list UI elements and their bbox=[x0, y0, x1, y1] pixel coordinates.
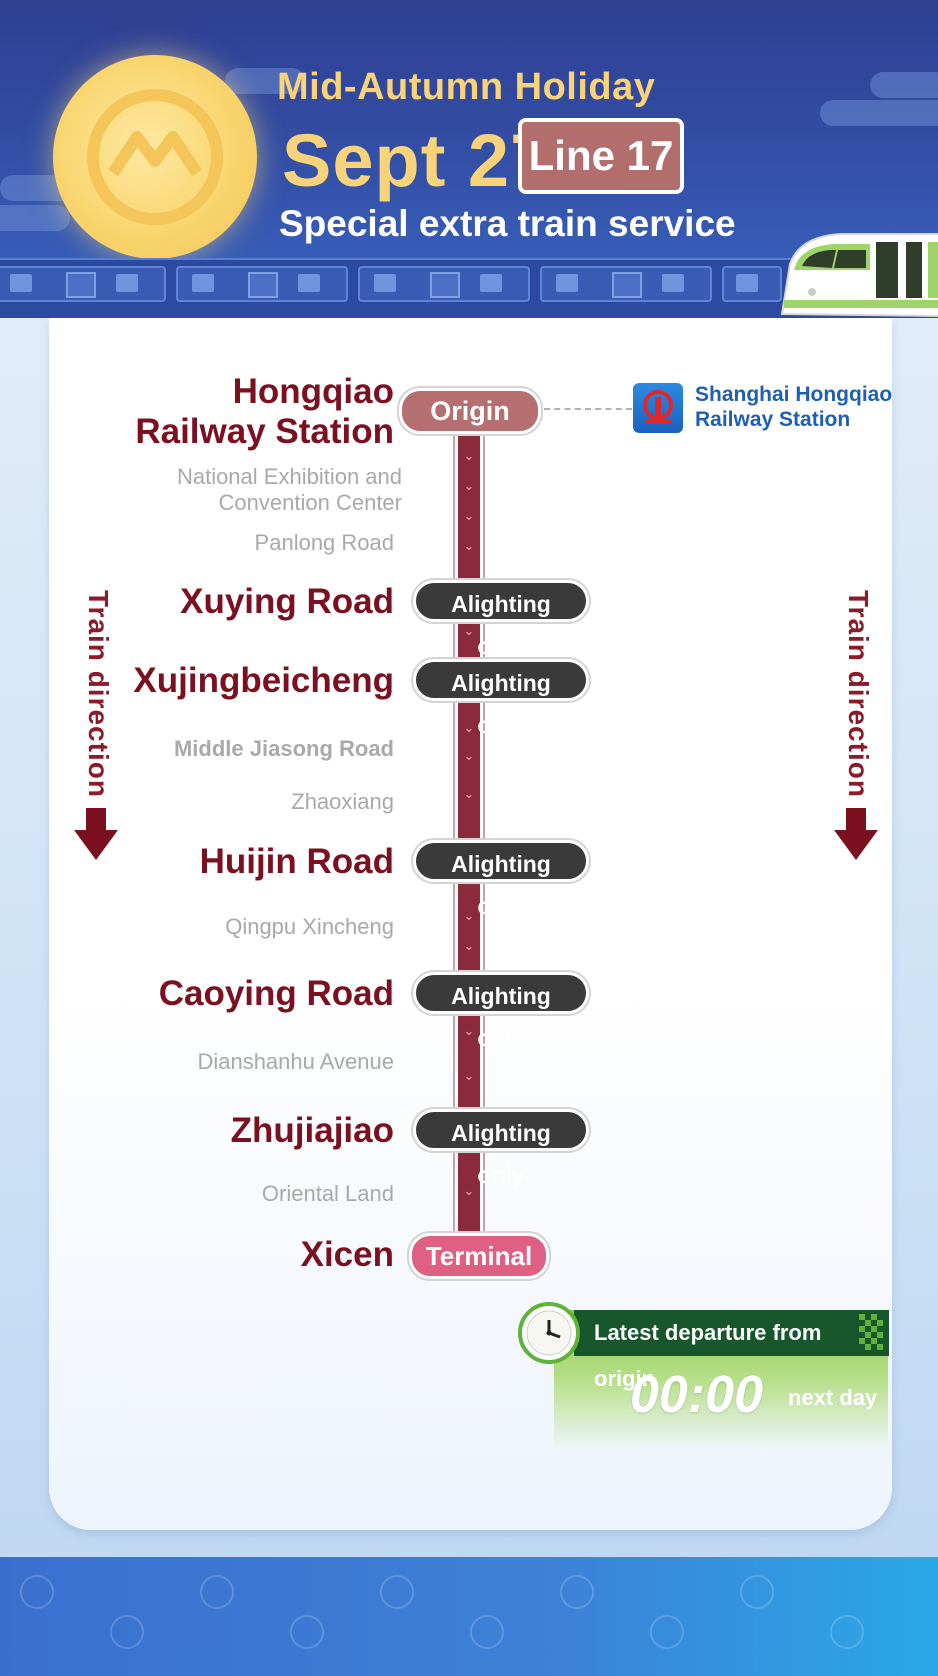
metro-logo-pattern-icon bbox=[470, 1615, 504, 1649]
connection-name-line2: Railway Station bbox=[695, 408, 851, 431]
moon-metro-logo bbox=[53, 55, 257, 259]
station-caoying-road: Caoying Road bbox=[158, 974, 394, 1013]
metro-logo-pattern-icon bbox=[830, 1615, 864, 1649]
direction-chevron-icon: ⌄ bbox=[463, 509, 475, 524]
station-qingpu-xincheng: Qingpu Xincheng bbox=[225, 914, 394, 939]
terminal-badge: Terminal bbox=[409, 1233, 549, 1279]
metro-logo-pattern-icon bbox=[290, 1615, 324, 1649]
metro-logo-pattern-icon bbox=[380, 1575, 414, 1609]
cloud-decoration bbox=[870, 72, 938, 98]
metro-logo-pattern-icon bbox=[560, 1575, 594, 1609]
station-zhujiajiao: Zhujiajiao bbox=[230, 1111, 394, 1150]
direction-chevron-icon: ⌄ bbox=[463, 721, 475, 736]
connection-name-line1: Shanghai Hongqiao bbox=[695, 383, 893, 406]
station-middle-jiasong-road: Middle Jiasong Road bbox=[173, 736, 394, 761]
metro-logo-pattern-icon bbox=[20, 1575, 54, 1609]
direction-chevron-icon: ⌄ bbox=[463, 1184, 475, 1199]
latest-departure-time: 00:00 bbox=[630, 1366, 763, 1424]
station-national-exhibition-center: National Exhibition and Convention Cente… bbox=[177, 464, 402, 516]
station-name-line1: National Exhibition and bbox=[176, 464, 402, 489]
alighting-only-badge: Alighting only bbox=[413, 972, 589, 1051]
header-banner: Mid-Autumn Holiday Sept 27 Line 17 Speci… bbox=[0, 0, 938, 318]
train-car bbox=[358, 266, 530, 302]
cloud-decoration bbox=[0, 205, 70, 231]
china-railway-icon bbox=[633, 383, 683, 433]
latest-departure-label: Latest departure from origin bbox=[574, 1310, 888, 1391]
metro-logo-pattern-icon bbox=[650, 1615, 684, 1649]
station-huijin-road: Huijin Road bbox=[199, 842, 394, 881]
checker-pattern-decoration bbox=[855, 1310, 889, 1356]
direction-chevron-icon: ⌄ bbox=[463, 624, 475, 639]
footer-pattern bbox=[0, 1557, 938, 1676]
station-name-line1: Hongqiao bbox=[232, 372, 394, 411]
station-name-line2: Railway Station bbox=[135, 412, 394, 451]
arrow-down-icon bbox=[74, 808, 118, 860]
direction-chevron-icon: ⌄ bbox=[463, 449, 475, 464]
next-day-note: next day bbox=[788, 1385, 878, 1410]
alighting-only-badge: Alighting only bbox=[413, 1109, 589, 1188]
station-dianshanhu-avenue: Dianshanhu Avenue bbox=[197, 1049, 394, 1074]
clock-icon bbox=[518, 1302, 580, 1364]
origin-badge: Origin bbox=[399, 388, 541, 434]
metro-logo-pattern-icon bbox=[110, 1615, 144, 1649]
train-car bbox=[176, 266, 348, 302]
alighting-only-badge: Alighting only bbox=[413, 840, 589, 919]
connection-dashed-line bbox=[544, 408, 632, 410]
station-xujingbeicheng: Xujingbeicheng bbox=[133, 661, 394, 700]
alighting-only-badge: Alighting only bbox=[413, 580, 589, 659]
station-name-line2: Convention Center bbox=[218, 490, 402, 515]
station-panlong-road: Panlong Road bbox=[254, 530, 394, 555]
arrow-down-icon bbox=[834, 808, 878, 860]
direction-chevron-icon: ⌄ bbox=[463, 939, 475, 954]
cloud-decoration bbox=[820, 100, 938, 126]
metro-logo-pattern-icon bbox=[200, 1575, 234, 1609]
train-direction-left: Train direction bbox=[74, 590, 118, 860]
direction-chevron-icon: ⌄ bbox=[463, 909, 475, 924]
train-direction-label: Train direction bbox=[843, 590, 874, 798]
direction-chevron-icon: ⌄ bbox=[463, 787, 475, 802]
direction-chevron-icon: ⌄ bbox=[463, 1069, 475, 1084]
direction-chevron-icon: ⌄ bbox=[463, 479, 475, 494]
alighting-only-badge: Alighting only bbox=[413, 659, 589, 738]
connection-railway-station-name: Shanghai Hongqiao Railway Station bbox=[695, 382, 892, 432]
holiday-title: Mid-Autumn Holiday bbox=[277, 66, 656, 108]
cloud-decoration bbox=[225, 68, 305, 94]
station-oriental-land: Oriental Land bbox=[261, 1181, 394, 1206]
direction-chevron-icon: ⌄ bbox=[463, 539, 475, 554]
service-subtitle: Special extra train service bbox=[279, 203, 736, 244]
train-car bbox=[540, 266, 712, 302]
metro-logo-pattern-icon bbox=[740, 1575, 774, 1609]
train-illustration-strip bbox=[0, 258, 938, 318]
train-direction-label: Train direction bbox=[83, 590, 114, 798]
direction-chevron-icon: ⌄ bbox=[463, 1024, 475, 1039]
station-zhaoxiang: Zhaoxiang bbox=[291, 789, 394, 814]
train-car bbox=[0, 266, 166, 302]
service-date: Sept 27 bbox=[282, 119, 553, 202]
metro-train-icon bbox=[780, 233, 938, 317]
line-badge: Line 17 bbox=[518, 118, 684, 194]
direction-chevron-icon: ⌄ bbox=[463, 749, 475, 764]
train-direction-right: Train direction bbox=[834, 590, 878, 860]
train-car bbox=[722, 266, 782, 302]
station-xuying-road: Xuying Road bbox=[180, 582, 394, 621]
station-hongqiao-railway-station: Hongqiao Railway Station bbox=[135, 372, 394, 452]
station-xicen: Xicen bbox=[300, 1235, 394, 1274]
